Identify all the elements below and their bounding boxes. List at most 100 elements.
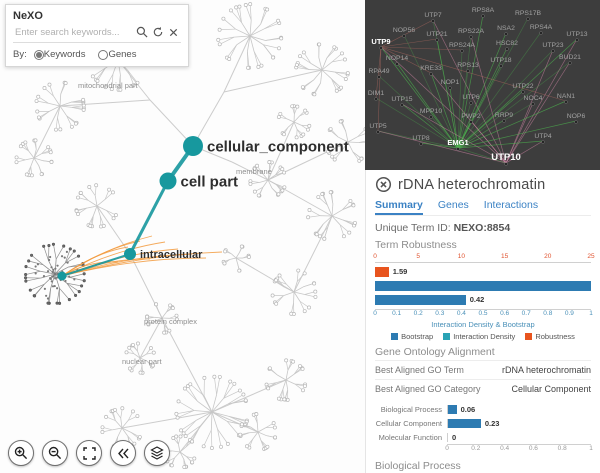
go-score-plot: 0.23 bbox=[447, 418, 591, 428]
bar bbox=[448, 404, 457, 414]
gene-node[interactable] bbox=[504, 32, 508, 36]
gene-node[interactable] bbox=[574, 120, 578, 124]
gene-node[interactable] bbox=[469, 120, 473, 124]
gene-node-label: NOP1 bbox=[441, 79, 460, 86]
gene-node[interactable] bbox=[502, 119, 506, 123]
gene-node-label: EMG1 bbox=[447, 138, 468, 147]
gene-node-label: KRE33 bbox=[420, 65, 442, 72]
tree-small-labels: mitochondrial part membrane protein comple… bbox=[78, 81, 272, 366]
tree-links bbox=[33, 35, 349, 453]
term-node[interactable] bbox=[124, 248, 136, 260]
gene-node-label: NOC4 bbox=[524, 95, 543, 102]
gene-node-label: RPS17B bbox=[515, 10, 542, 17]
gene-node[interactable] bbox=[448, 86, 452, 90]
close-icon[interactable] bbox=[375, 176, 392, 193]
term-node[interactable] bbox=[57, 271, 67, 281]
tree-branches bbox=[14, 2, 365, 470]
gene-node[interactable] bbox=[400, 103, 404, 107]
zoom-in-button[interactable] bbox=[8, 440, 34, 466]
gene-node[interactable] bbox=[376, 130, 380, 134]
reset-icon[interactable] bbox=[150, 25, 165, 39]
layers-button[interactable] bbox=[144, 440, 170, 466]
tab-interactions[interactable]: Interactions bbox=[483, 199, 539, 211]
search-icon[interactable] bbox=[134, 25, 149, 39]
gene-node[interactable] bbox=[539, 31, 543, 35]
term-node-label: cell part bbox=[181, 173, 239, 190]
gene-node[interactable] bbox=[466, 69, 470, 73]
bar bbox=[375, 281, 591, 291]
gene-node-label: RPS13 bbox=[457, 62, 479, 69]
gene-node[interactable] bbox=[575, 38, 579, 42]
go-category-label: Biological Process bbox=[380, 404, 442, 414]
gene-node[interactable] bbox=[551, 49, 555, 53]
term-node[interactable] bbox=[183, 136, 203, 156]
bar-value-label: 1.59 bbox=[392, 267, 408, 276]
gene-node[interactable] bbox=[460, 49, 464, 53]
gene-node[interactable] bbox=[499, 64, 503, 68]
radio-keywords[interactable] bbox=[33, 49, 44, 60]
radio-genes-label[interactable]: Genes bbox=[108, 49, 137, 60]
gene-node-label: UTP23 bbox=[542, 42, 563, 49]
gene-node-label: BUD21 bbox=[559, 54, 581, 61]
gene-node[interactable] bbox=[402, 34, 406, 38]
tab-summary[interactable]: Summary bbox=[375, 199, 423, 215]
gene-node[interactable] bbox=[374, 97, 378, 101]
search-by-label: By: bbox=[13, 49, 27, 60]
gene-node[interactable] bbox=[395, 62, 399, 66]
term-node[interactable] bbox=[159, 172, 177, 190]
gene-node[interactable] bbox=[429, 72, 433, 76]
app-title: NeXO bbox=[13, 10, 43, 22]
unique-term-value: NEXO:8854 bbox=[453, 222, 511, 234]
term-node-label: intracellular bbox=[140, 249, 203, 261]
go-alignment-table: Best Aligned GO Term rDNA heterochromati… bbox=[375, 360, 591, 398]
gene-node[interactable] bbox=[377, 75, 381, 79]
search-input[interactable] bbox=[13, 25, 133, 39]
svg-text:membrane: membrane bbox=[236, 167, 272, 176]
fit-content-button[interactable] bbox=[76, 440, 102, 466]
tab-genes[interactable]: Genes bbox=[437, 199, 469, 211]
gene-node-label: NOP56 bbox=[393, 27, 416, 34]
bar bbox=[375, 267, 389, 277]
gene-node[interactable] bbox=[568, 61, 572, 65]
gene-node[interactable] bbox=[419, 142, 423, 146]
radio-keywords-label[interactable]: Keywords bbox=[43, 49, 86, 60]
gene-node[interactable] bbox=[564, 100, 568, 104]
go-score-plot: 0 bbox=[447, 432, 591, 442]
gene-node[interactable] bbox=[531, 102, 535, 106]
go-term-key: Best Aligned GO Term bbox=[375, 360, 493, 380]
gene-node[interactable] bbox=[469, 35, 473, 39]
collapse-levels-button[interactable] bbox=[110, 440, 136, 466]
gene-node[interactable] bbox=[435, 38, 439, 42]
clear-icon[interactable] bbox=[166, 25, 181, 39]
gene-node[interactable] bbox=[481, 14, 485, 18]
bar-value-label: 0.06 bbox=[460, 404, 476, 414]
go-alignment-heading: Gene Ontology Alignment bbox=[375, 346, 495, 358]
gene-node[interactable] bbox=[429, 115, 433, 119]
radio-genes[interactable] bbox=[98, 49, 109, 60]
svg-text:protein complex: protein complex bbox=[144, 317, 197, 326]
gene-node[interactable] bbox=[379, 46, 383, 50]
zoom-out-button[interactable] bbox=[42, 440, 68, 466]
gene-node[interactable] bbox=[526, 17, 530, 21]
gene-node[interactable] bbox=[505, 47, 509, 51]
gene-node[interactable] bbox=[521, 90, 525, 94]
bar-row: 1.59 bbox=[375, 267, 591, 277]
gene-node[interactable] bbox=[456, 147, 460, 151]
gene-node[interactable] bbox=[431, 19, 435, 23]
gene-node[interactable] bbox=[504, 162, 508, 166]
gene-node[interactable] bbox=[469, 101, 473, 105]
bar bbox=[375, 295, 466, 305]
gene-node-label: HSC82 bbox=[496, 40, 518, 47]
svg-text:mitochondrial part: mitochondrial part bbox=[78, 81, 139, 90]
go-category-label: Molecular Function bbox=[378, 432, 442, 442]
gene-node-label: RPS4A bbox=[530, 24, 553, 31]
gene-node[interactable] bbox=[541, 140, 545, 144]
